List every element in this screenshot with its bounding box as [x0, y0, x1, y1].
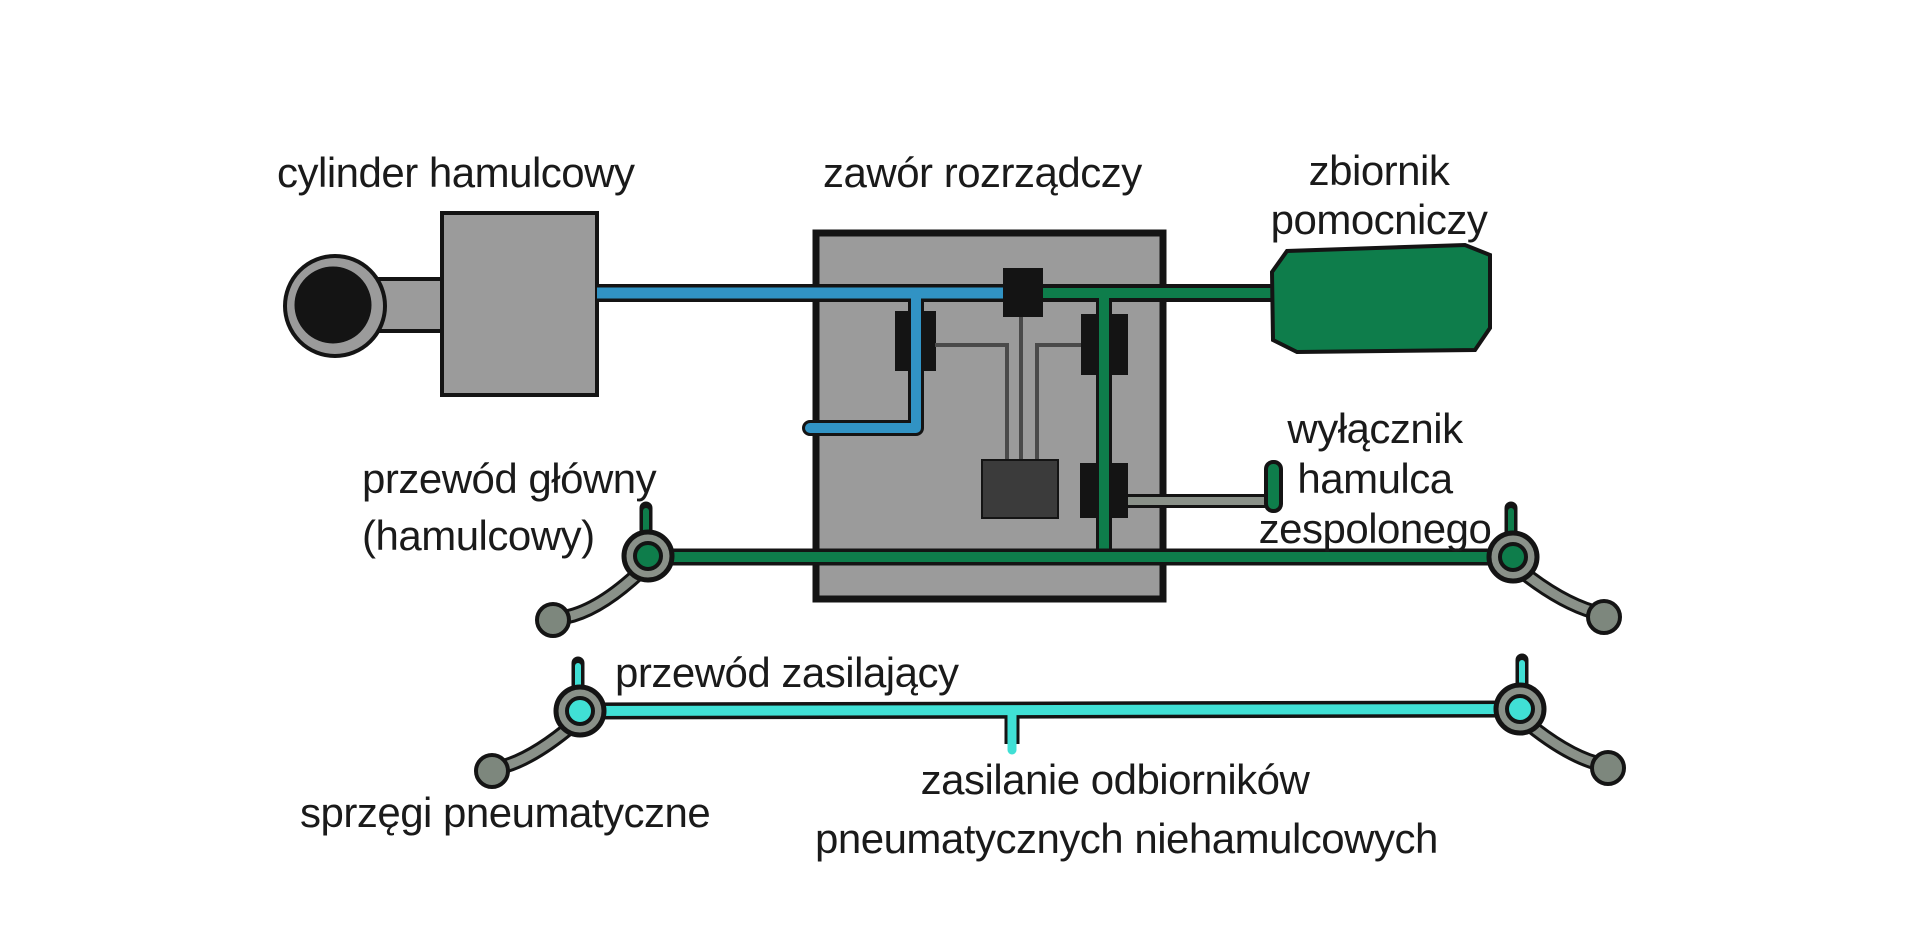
pipe-core	[585, 704, 1515, 716]
auxiliary-reservoir	[1269, 242, 1492, 355]
coupling-head	[1590, 750, 1626, 786]
brake-cylinder-body	[440, 211, 599, 397]
main-pipe-coupling-left	[535, 501, 675, 638]
coupling-head	[474, 753, 510, 789]
label-line: hamulca	[1297, 455, 1453, 502]
piston-head-inner	[294, 266, 372, 344]
coupling-center	[1505, 694, 1535, 724]
label-line: zasilanie odbiorników	[920, 756, 1310, 803]
switch-handle	[1264, 460, 1283, 513]
label-supply-pipe: przewód zasilający	[615, 649, 959, 696]
coupling-center	[633, 541, 663, 571]
label-distributor-valve: zawór rozrządczy	[823, 149, 1142, 196]
brake-cylinder	[283, 211, 599, 397]
valve-linkage-right	[1035, 343, 1081, 462]
pipe-core	[805, 288, 921, 433]
coupling-head	[535, 602, 571, 638]
label-line: wyłącznik	[1287, 405, 1463, 452]
valve-actuator-block	[981, 459, 1059, 519]
label-main-brake-pipe: przewód główny (hamulcowy)	[362, 450, 657, 564]
label-line: przewód główny	[362, 455, 657, 502]
coupling-head	[1586, 599, 1622, 635]
label-brake-switch: wyłącznik hamulca zespolonego	[1250, 404, 1500, 554]
supply-pipe-coupling-left	[474, 656, 607, 789]
label-line: zbiornik	[1308, 147, 1450, 194]
valve-inlet-junction	[1003, 268, 1043, 317]
brake-switch	[1128, 460, 1283, 513]
label-line: (hamulcowy)	[362, 512, 595, 559]
label-line: pomocniczy	[1270, 196, 1488, 243]
label-non-brake-supply: zasilanie odbiorników pneumatycznych nie…	[815, 750, 1438, 868]
label-pneumatic-couplings: sprzęgi pneumatyczne	[300, 789, 711, 836]
supply-pipe	[579, 700, 1521, 755]
supply-pipe-coupling-right	[1493, 653, 1626, 786]
reservoir-pipe	[1020, 284, 1285, 557]
coupling-center	[1498, 542, 1528, 572]
valve-linkage-left	[935, 343, 1009, 462]
label-auxiliary-reservoir: zbiornik pomocniczy	[1243, 146, 1515, 244]
main-pipe-coupling-right	[1486, 501, 1622, 635]
brake-cylinder-pipe	[597, 284, 1025, 436]
coupling-center	[565, 696, 595, 726]
label-line: zespolonego	[1258, 505, 1492, 552]
label-line: pneumatycznych niehamulcowych	[815, 815, 1438, 862]
label-brake-cylinder: cylinder hamulcowy	[277, 149, 635, 196]
